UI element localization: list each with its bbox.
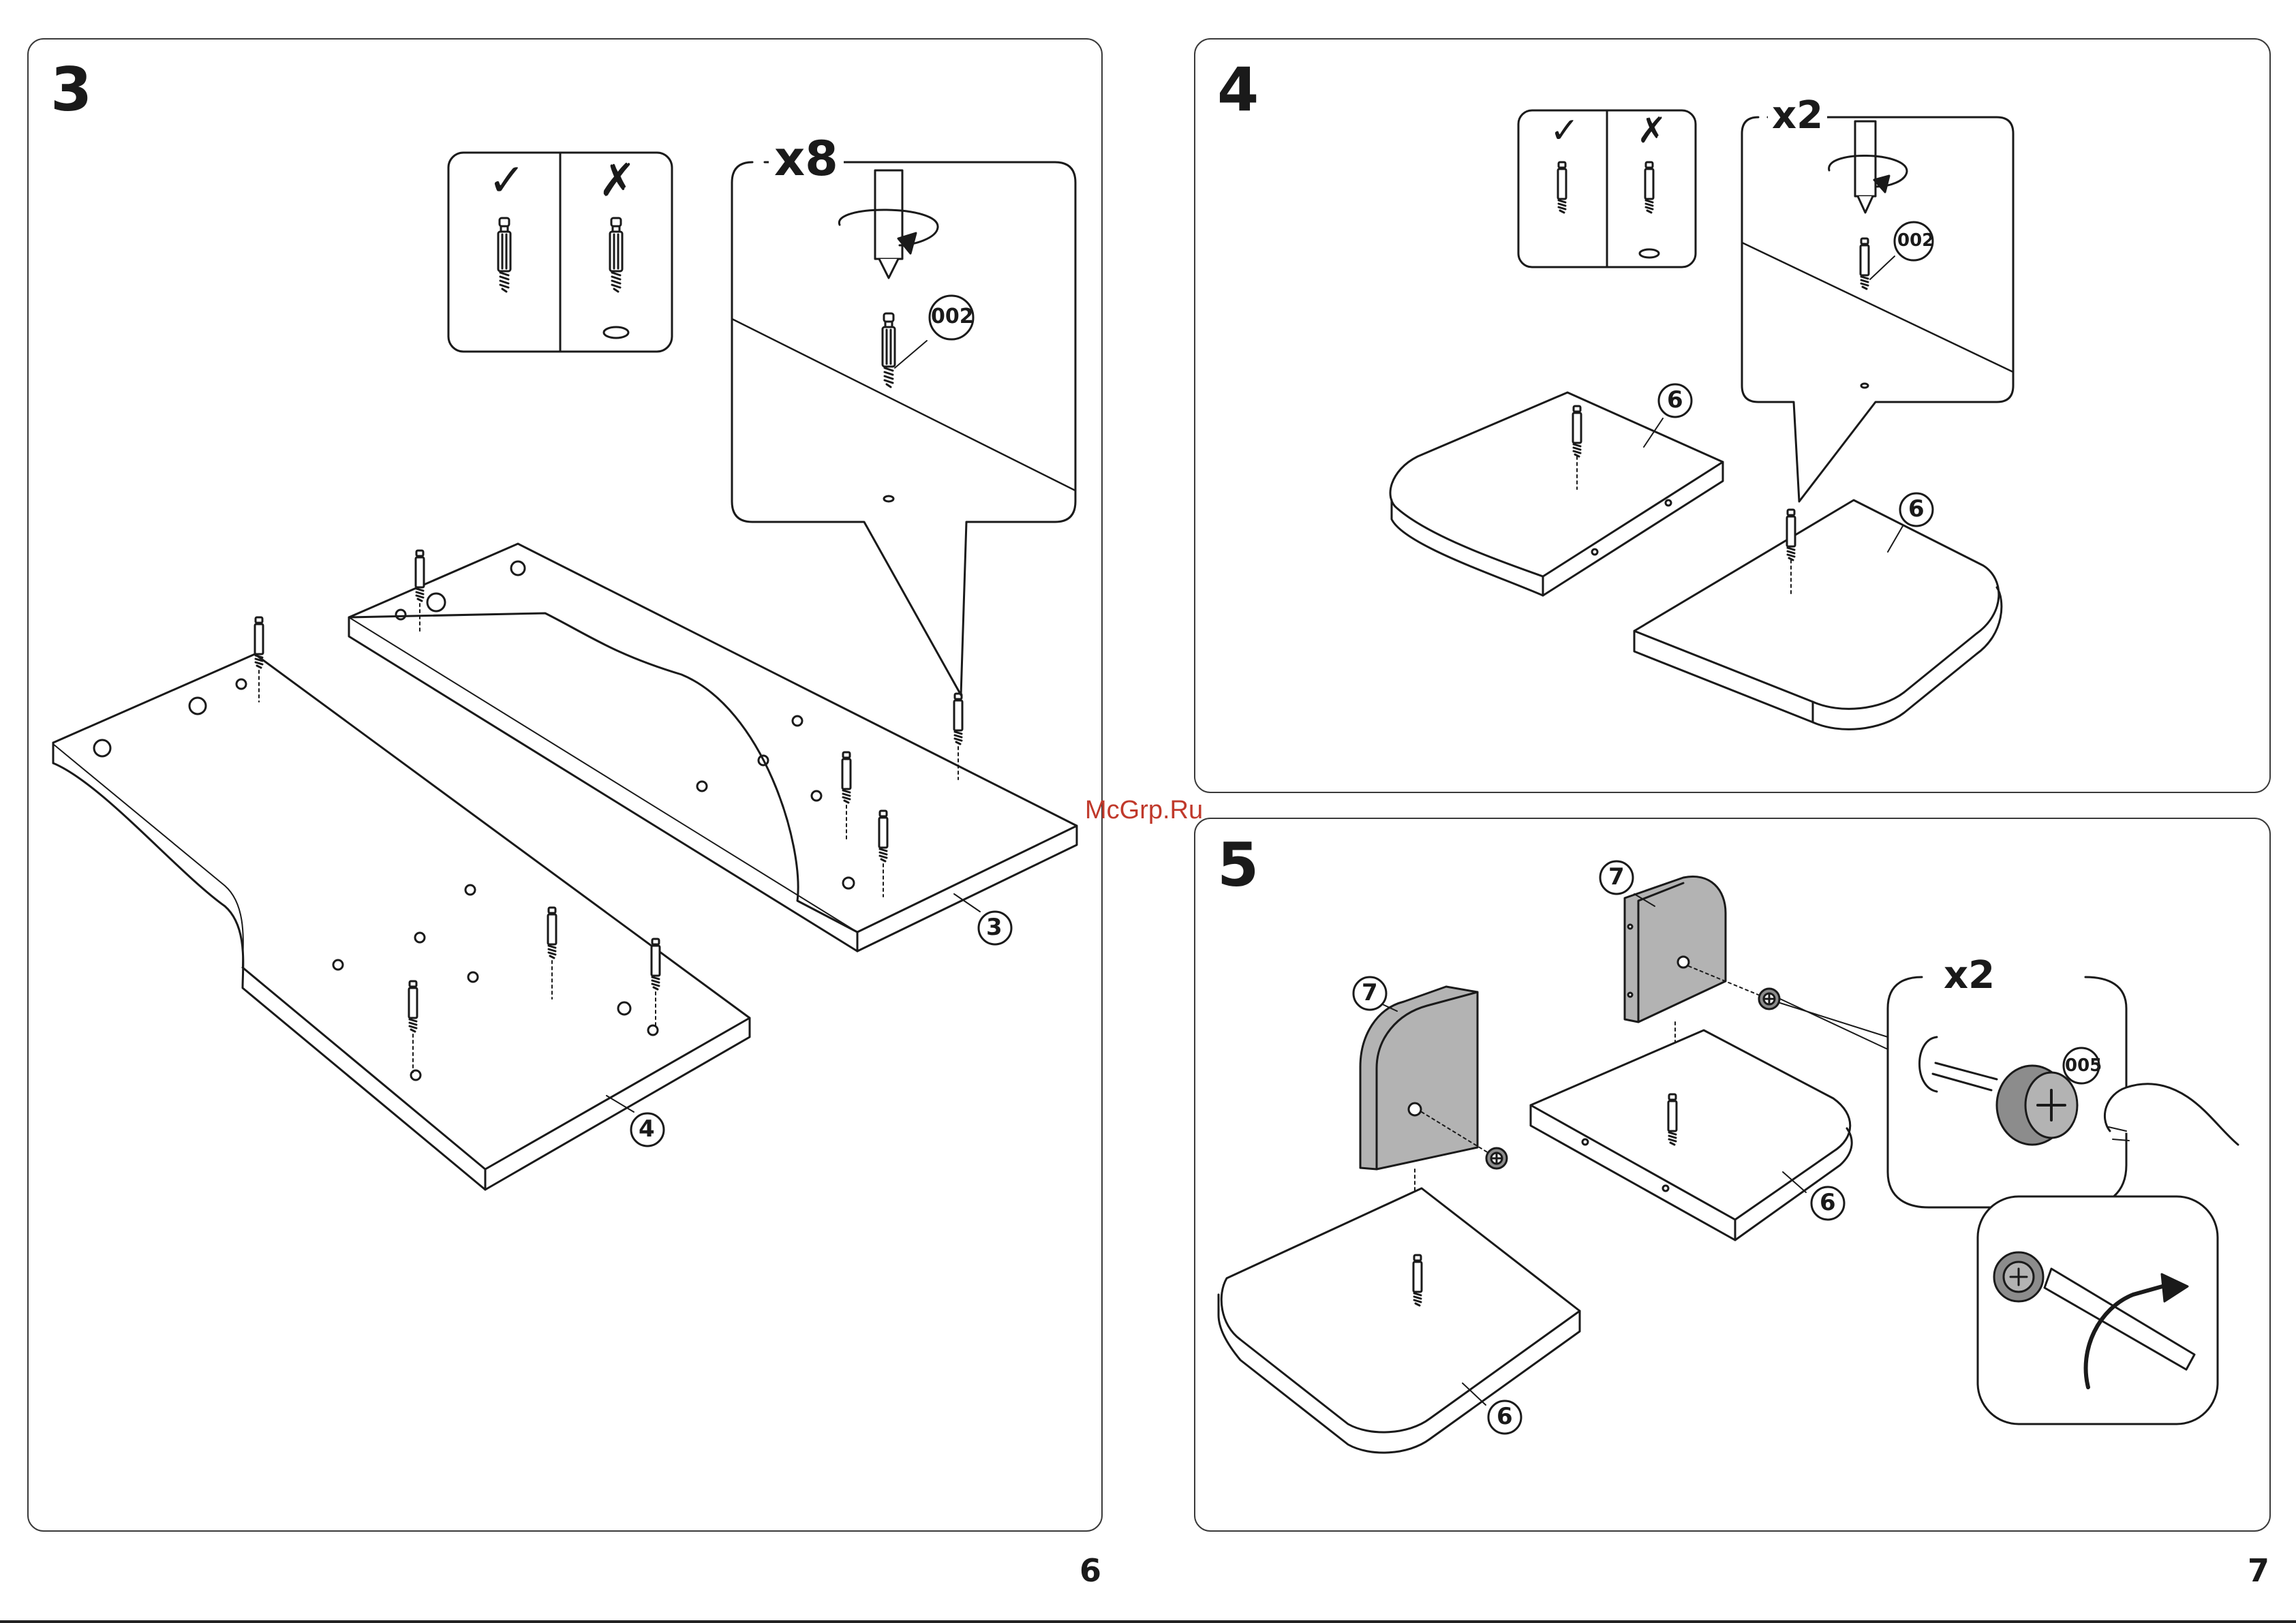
callout-step3 [732, 162, 1075, 695]
part-label-6-left: 6 [1497, 1405, 1513, 1428]
watermark: McGrp.Ru [1085, 797, 1203, 823]
step-3-number: 3 [50, 60, 92, 120]
part-label-6-right: 6 [1820, 1191, 1836, 1214]
board-part-6-left [1219, 1188, 1580, 1453]
quantity-label-step4: x2 [1768, 97, 1827, 135]
part-label-6-front: 6 [1908, 497, 1925, 521]
part-code-002-step3: 002 [931, 307, 974, 327]
wrong-cross-icon-step3: ✗ [598, 158, 636, 203]
cam-detail-bubble [1780, 977, 2238, 1207]
correct-wrong-box-step3 [448, 153, 672, 352]
correct-check-icon-step3: ✓ [488, 158, 525, 203]
part-code-002-step4: 002 [1897, 232, 1934, 249]
board-part-6-front [1634, 500, 2002, 729]
board-part-6-back [1390, 392, 1723, 596]
correct-wrong-box-step4 [1518, 110, 1696, 267]
part-label-4: 4 [639, 1117, 655, 1141]
page-number-left: 6 [1080, 1555, 1101, 1586]
part-label-3: 3 [986, 916, 1002, 939]
part-label-7-right: 7 [1608, 865, 1625, 888]
correct-check-icon-step4: ✓ [1550, 113, 1580, 149]
part-label-7-left: 7 [1362, 981, 1378, 1004]
step-4-number: 4 [1217, 60, 1259, 120]
quantity-label-step3: x8 [769, 135, 844, 183]
screwdriver-detail-bubble [1978, 1196, 2218, 1424]
step-5-number: 5 [1217, 835, 1259, 895]
wrong-cross-icon-step4: ✗ [1637, 113, 1667, 149]
callout-step4 [1742, 117, 2013, 501]
board-part-4 [53, 654, 750, 1190]
page-number-right: 7 [2248, 1555, 2269, 1586]
part-code-005-step5: 005 [2065, 1057, 2102, 1075]
quantity-label-step5: x2 [1940, 957, 1999, 995]
board-part-6-right [1531, 1030, 1852, 1240]
page-bottom-rule [0, 1620, 2296, 1623]
part-label-6-back: 6 [1667, 388, 1683, 412]
